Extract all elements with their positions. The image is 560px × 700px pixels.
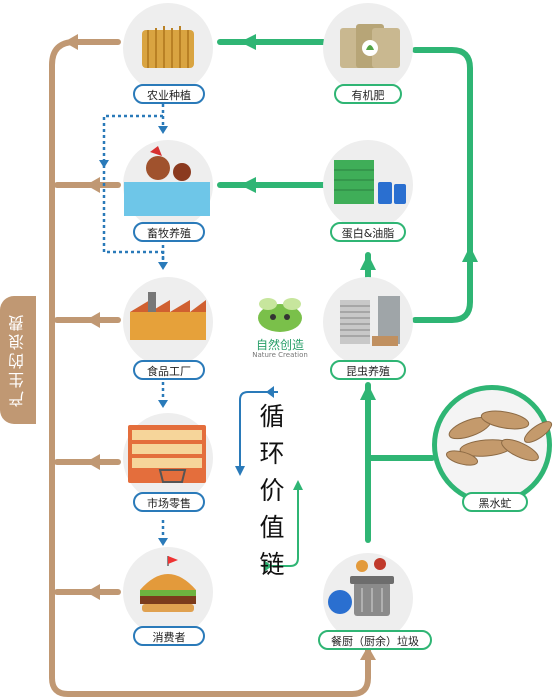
cycle-arrow-right — [264, 560, 272, 572]
cycle-bracket — [239, 391, 299, 567]
cycle-value-chain-label: 循 环 价 值 链 — [257, 398, 287, 583]
kitchen-waste-node — [323, 553, 413, 643]
fertilizer-label: 有机肥 — [334, 84, 402, 104]
cycle-char: 环 — [259, 439, 285, 468]
trash-can-icon — [328, 558, 394, 616]
burger-icon — [140, 556, 196, 612]
chicken-icon — [124, 146, 210, 216]
fertilizer-node — [323, 3, 413, 93]
brand-logo — [258, 298, 302, 332]
waste-side-label: 产生的浪费 — [0, 296, 36, 424]
supply-chain-lines — [102, 104, 165, 538]
agriculture-label: 农业种植 — [133, 84, 205, 104]
retail-label: 市场零售 — [133, 492, 205, 512]
livestock-label: 畜牧养殖 — [133, 222, 205, 242]
cycle-char: 价 — [259, 476, 285, 505]
food-factory-label: 食品工厂 — [133, 360, 205, 380]
protein-node — [323, 140, 413, 230]
cycle-arrow-down — [235, 466, 245, 476]
brand-subtitle: Nature Creation — [252, 351, 308, 359]
larvae-icon — [445, 410, 553, 466]
retail-node — [123, 413, 213, 503]
wheat-icon — [142, 26, 194, 68]
supply-chain-arrowheads — [99, 126, 168, 546]
recycle-arrowheads — [240, 34, 478, 400]
brand-name: 自然创造 — [255, 338, 304, 352]
protein-oil-icon — [334, 160, 406, 204]
waste-arrowheads — [64, 34, 376, 660]
insect-farming-label: 昆虫养殖 — [330, 360, 406, 380]
protein-fat-label: 蛋白&油脂 — [330, 222, 406, 242]
kitchen-waste-label: 餐厨（厨余）垃圾 — [318, 630, 432, 650]
store-shelf-icon — [128, 425, 206, 483]
factory-icon — [130, 292, 206, 340]
fertilizer-bags-icon — [340, 24, 400, 68]
cycle-char: 值 — [259, 513, 285, 542]
factory-node — [123, 277, 213, 367]
black-soldier-fly-label: 黑水虻 — [462, 492, 528, 512]
insect-farm-node — [323, 277, 413, 367]
cycle-arrow-left — [266, 386, 274, 398]
consumer-node — [123, 547, 213, 637]
cycle-char: 链 — [259, 550, 285, 579]
livestock-node — [123, 140, 213, 230]
insect-rack-icon — [340, 296, 400, 346]
consumer-label: 消费者 — [133, 626, 205, 646]
cycle-char: 循 — [259, 402, 285, 431]
agriculture-node — [123, 3, 213, 93]
black-soldier-fly-node — [432, 385, 553, 505]
cycle-arrow-up — [293, 480, 303, 490]
